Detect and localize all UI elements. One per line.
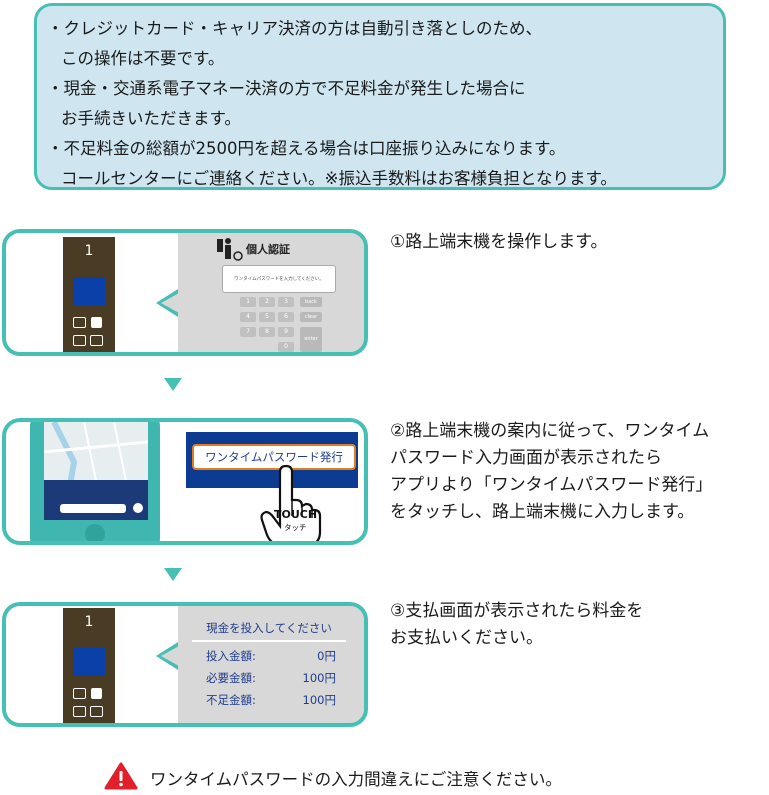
step3-line: ③支払画面が表示されたら料金を	[390, 601, 644, 621]
warning-icon	[104, 762, 138, 790]
payment-title: 現金を投入してください	[192, 620, 346, 642]
step3-line: お支払いください。	[390, 628, 543, 648]
step2-line: パスワード入力画面が表示されたら	[390, 448, 662, 468]
keypad-key: 3	[278, 297, 294, 307]
terminal-number: 1	[84, 614, 94, 630]
payment-row-label: 必要金額:	[206, 671, 256, 685]
auth-title: 個人認証	[246, 243, 290, 256]
keypad-key: 1	[240, 297, 256, 307]
keypad-key: 6	[278, 312, 294, 322]
down-arrow-icon	[164, 378, 182, 391]
password-prompt: ワンタイムパスワードを入力してください。	[234, 277, 324, 282]
map-screen	[44, 422, 148, 520]
keypad-back-key: back	[300, 297, 322, 307]
pointing-hand-icon	[256, 460, 326, 541]
step2-illustration: ワンタイムパスワード発行 TOUCH タッチ	[2, 418, 368, 545]
smartphone	[30, 422, 160, 541]
notice-line: ・クレジットカード・キャリア決済の方は自動引き落としのため、	[47, 19, 542, 38]
step2-text: ②路上端末機の案内に従って、ワンタイム パスワード入力画面が表示されたら アプリ…	[390, 418, 712, 526]
step3-illustration: 1 現金を投入してください 投入金額: 0円 必要金額: 100円 不足金額: …	[2, 602, 368, 727]
touch-kana-label: タッチ	[284, 523, 307, 532]
payment-row-label: 投入金額:	[206, 649, 256, 663]
payment-row-label: 不足金額:	[206, 693, 256, 707]
payment-row: 必要金額: 100円	[192, 670, 346, 686]
terminal-screen	[73, 277, 105, 305]
notice-box: ・クレジットカード・キャリア決済の方は自動引き落としのため、 この操作は不要です…	[34, 3, 726, 190]
step3-text: ③支払画面が表示されたら料金を お支払いください。	[390, 598, 643, 652]
notice-line: ・現金・交通系電子マネー決済の方で不足料金が発生した場合に	[47, 79, 526, 98]
keypad-key: 9	[278, 327, 294, 337]
parking-terminal: 1	[63, 608, 115, 723]
terminal-number: 1	[84, 243, 94, 259]
person-phone-icon	[216, 237, 243, 261]
otp-issue-button[interactable]: ワンタイムパスワード発行	[192, 444, 356, 470]
payment-row-value: 100円	[302, 671, 336, 685]
payment-screen: 現金を投入してください 投入金額: 0円 必要金額: 100円 不足金額: 10…	[192, 620, 346, 708]
step2-line: ②路上端末機の案内に従って、ワンタイム	[390, 421, 710, 441]
payment-row-value: 0円	[317, 649, 336, 663]
keypad-key: 7	[240, 327, 256, 337]
terminal-screen	[73, 648, 105, 676]
home-button	[85, 524, 105, 541]
parking-terminal: 1	[63, 237, 115, 352]
notice-line: ・不足料金の総額が2500円を超える場合は口座振り込みになります。	[47, 139, 566, 158]
otp-issue-button-label: ワンタイムパスワード発行	[205, 450, 343, 464]
payment-row: 投入金額: 0円	[192, 648, 346, 664]
keypad-key: 4	[240, 312, 256, 322]
notice-line: コールセンターにご連絡ください。※振込手数料はお客様負担となります。	[61, 169, 617, 188]
keypad-key: 5	[259, 312, 275, 322]
password-prompt-box: ワンタイムパスワードを入力してください。	[222, 265, 336, 293]
touch-label: TOUCH	[274, 508, 318, 521]
step1-line: ①路上端末機を操作します。	[390, 232, 608, 252]
keypad-enter-key: enter	[300, 327, 322, 352]
step1-illustration: 1 個人認証 ワンタイムパスワードを入力してください。 1 2 3 back 4…	[2, 229, 368, 356]
keypad-key: 2	[259, 297, 275, 307]
keypad-key: 0	[278, 342, 294, 352]
warning-text: ワンタイムパスワードの入力間違えにご注意ください。	[150, 770, 562, 789]
notice-line: この操作は不要です。	[61, 49, 225, 68]
step1-text: ①路上端末機を操作します。	[390, 229, 608, 256]
keypad-key: 8	[259, 327, 275, 337]
payment-row: 不足金額: 100円	[192, 692, 346, 708]
step2-line: アプリより「ワンタイムパスワード発行」	[390, 475, 713, 495]
notice-line: お手続きいただきます。	[61, 109, 241, 128]
keypad-clear-key: clear	[300, 312, 322, 322]
down-arrow-icon	[164, 568, 182, 581]
payment-row-value: 100円	[302, 693, 336, 707]
step2-line: をタッチし、路上端末機に入力します。	[390, 502, 695, 522]
